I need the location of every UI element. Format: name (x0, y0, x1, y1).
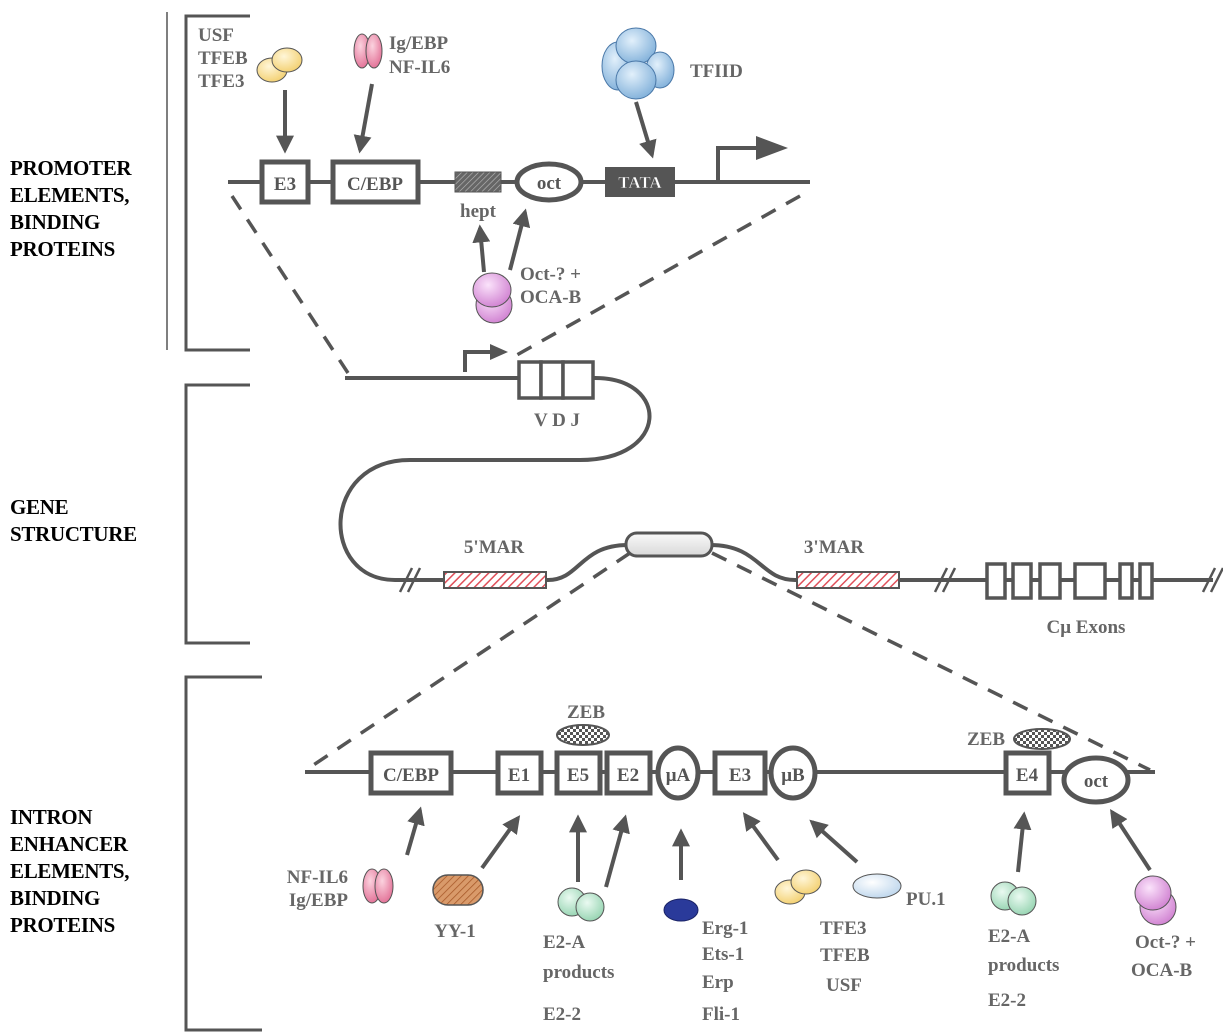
igebp-nfil6-label: Ig/EBP NF-IL6 (389, 33, 450, 78)
protein-label: E2-A (988, 926, 1031, 947)
oct-oca-label: Oct-? + OCA-B (520, 264, 582, 308)
tfe3-tfeb-usf-label: TFE3 TFEB USF (820, 918, 870, 996)
protein-label: Erp (702, 972, 734, 993)
element-label: hept (460, 201, 497, 222)
element-label: E1 (508, 765, 530, 786)
cmu-exons-label: Cμ Exons (1047, 617, 1126, 638)
intron-element-e1: E1 (498, 753, 541, 793)
intron-element-e3: E3 (715, 753, 765, 793)
mar5-region (444, 572, 546, 588)
element-label: C/EBP (383, 765, 439, 786)
ets-protein-icon (664, 899, 698, 921)
igebp-protein-icon (354, 34, 382, 68)
protein-label: Ig/EBP (289, 890, 349, 911)
nfil6-igebp-label: NF-IL6 Ig/EBP (287, 867, 349, 911)
zeb-label: ZEB (567, 702, 605, 723)
enhancer-region (626, 533, 712, 556)
binding-arrow (510, 212, 525, 270)
binding-arrows (407, 810, 1150, 887)
zoom-dashed-line (232, 196, 348, 373)
protein-label: USF (826, 975, 862, 996)
intron-element-ua: μA (658, 748, 698, 798)
protein-label: products (543, 962, 614, 983)
promoter-element-oct: oct (517, 164, 581, 200)
binding-arrow (480, 228, 484, 272)
element-label: TATA (618, 173, 662, 192)
oct-oca-right-label: Oct-? + OCA-B (1131, 932, 1196, 981)
protein-label: E2-2 (988, 990, 1026, 1011)
protein-label: Oct-? + (520, 264, 581, 285)
element-label: μB (781, 765, 805, 786)
e2a-products-label: E2-A products E2-2 (543, 932, 614, 1025)
promoter-element-e3: E3 (262, 162, 308, 202)
protein-label: TFEB (198, 48, 248, 69)
element-label: oct (537, 173, 562, 194)
protein-label: Ets-1 (702, 944, 744, 965)
oct-oca-right-protein-icon (1135, 876, 1176, 925)
protein-label: OCA-B (1131, 960, 1193, 981)
bracket-gene-structure (186, 385, 250, 643)
protein-label: Fli-1 (702, 1004, 740, 1025)
ets-family-label: Erg-1 Ets-1 Erp Fli-1 (702, 918, 748, 1025)
e2a-protein-icon (558, 888, 604, 921)
element-label: oct (1084, 771, 1109, 792)
bracket-intron (186, 677, 262, 1030)
vdj-label: V D J (534, 410, 580, 431)
zeb-label: ZEB (967, 729, 1005, 750)
element-label: E3 (729, 765, 751, 786)
pu1-protein-icon (853, 874, 901, 898)
element-label: E5 (567, 765, 589, 786)
element-label: C/EBP (347, 174, 403, 195)
tfiid-protein-icon (602, 28, 674, 99)
intron-element-e2: E2 (607, 753, 650, 793)
protein-label: Oct-? + (1135, 932, 1196, 953)
protein-label: USF (198, 25, 234, 46)
pu1-label: PU.1 (906, 889, 946, 910)
protein-label: TFE3 (198, 71, 244, 92)
intron-element-oct: oct (1064, 758, 1128, 802)
tfe3-protein-icon (775, 870, 821, 904)
binding-arrow (360, 84, 372, 150)
promoter-element-tata: TATA (606, 168, 674, 196)
protein-label: E2-2 (543, 1004, 581, 1025)
protein-label: Ig/EBP (389, 33, 449, 54)
intron-element-e5: E5 (557, 753, 600, 793)
intron-element-cebp: C/EBP (371, 753, 451, 793)
protein-label: products (988, 955, 1059, 976)
binding-arrow (636, 102, 652, 155)
intron-element-ub: μB (771, 748, 815, 798)
mar3-label: 3'MAR (804, 537, 864, 558)
protein-label: TFEB (820, 945, 870, 966)
mar5-label: 5'MAR (464, 537, 524, 558)
yy1-protein-icon (433, 875, 483, 905)
usf-protein-icon (257, 48, 302, 82)
vdj-segments (519, 362, 593, 398)
protein-label: NF-IL6 (389, 57, 450, 78)
protein-label: Erg-1 (702, 918, 748, 939)
element-label: E4 (1016, 765, 1039, 786)
usf-tfeb-tfe3-label: USF TFEB TFE3 (198, 25, 248, 92)
mar3-region (797, 572, 899, 588)
protein-label: E2-A (543, 932, 586, 953)
protein-label: NF-IL6 (287, 867, 348, 888)
promoter-element-cebp: C/EBP (333, 162, 418, 202)
e2a-right-protein-icon (991, 882, 1036, 915)
protein-label: OCA-B (520, 287, 582, 308)
transcription-start-arrow-icon (490, 344, 508, 360)
intron-element-e4: E4 (1006, 753, 1049, 793)
zeb-protein-icon (1014, 729, 1070, 749)
element-label: E3 (274, 174, 296, 195)
protein-label: TFE3 (820, 918, 866, 939)
transcription-start-arrow-icon (756, 136, 788, 160)
oct-oca-protein-icon (473, 273, 512, 323)
element-label: μA (666, 765, 691, 786)
tfiid-label: TFIID (690, 61, 743, 82)
zeb-protein-icon (557, 725, 609, 745)
element-label: E2 (617, 765, 639, 786)
yy1-label: YY-1 (434, 921, 476, 942)
promoter-element-hept: hept (455, 172, 501, 222)
e2a-right-label: E2-A products E2-2 (988, 926, 1059, 1011)
nfil6-protein-icon (363, 869, 393, 903)
